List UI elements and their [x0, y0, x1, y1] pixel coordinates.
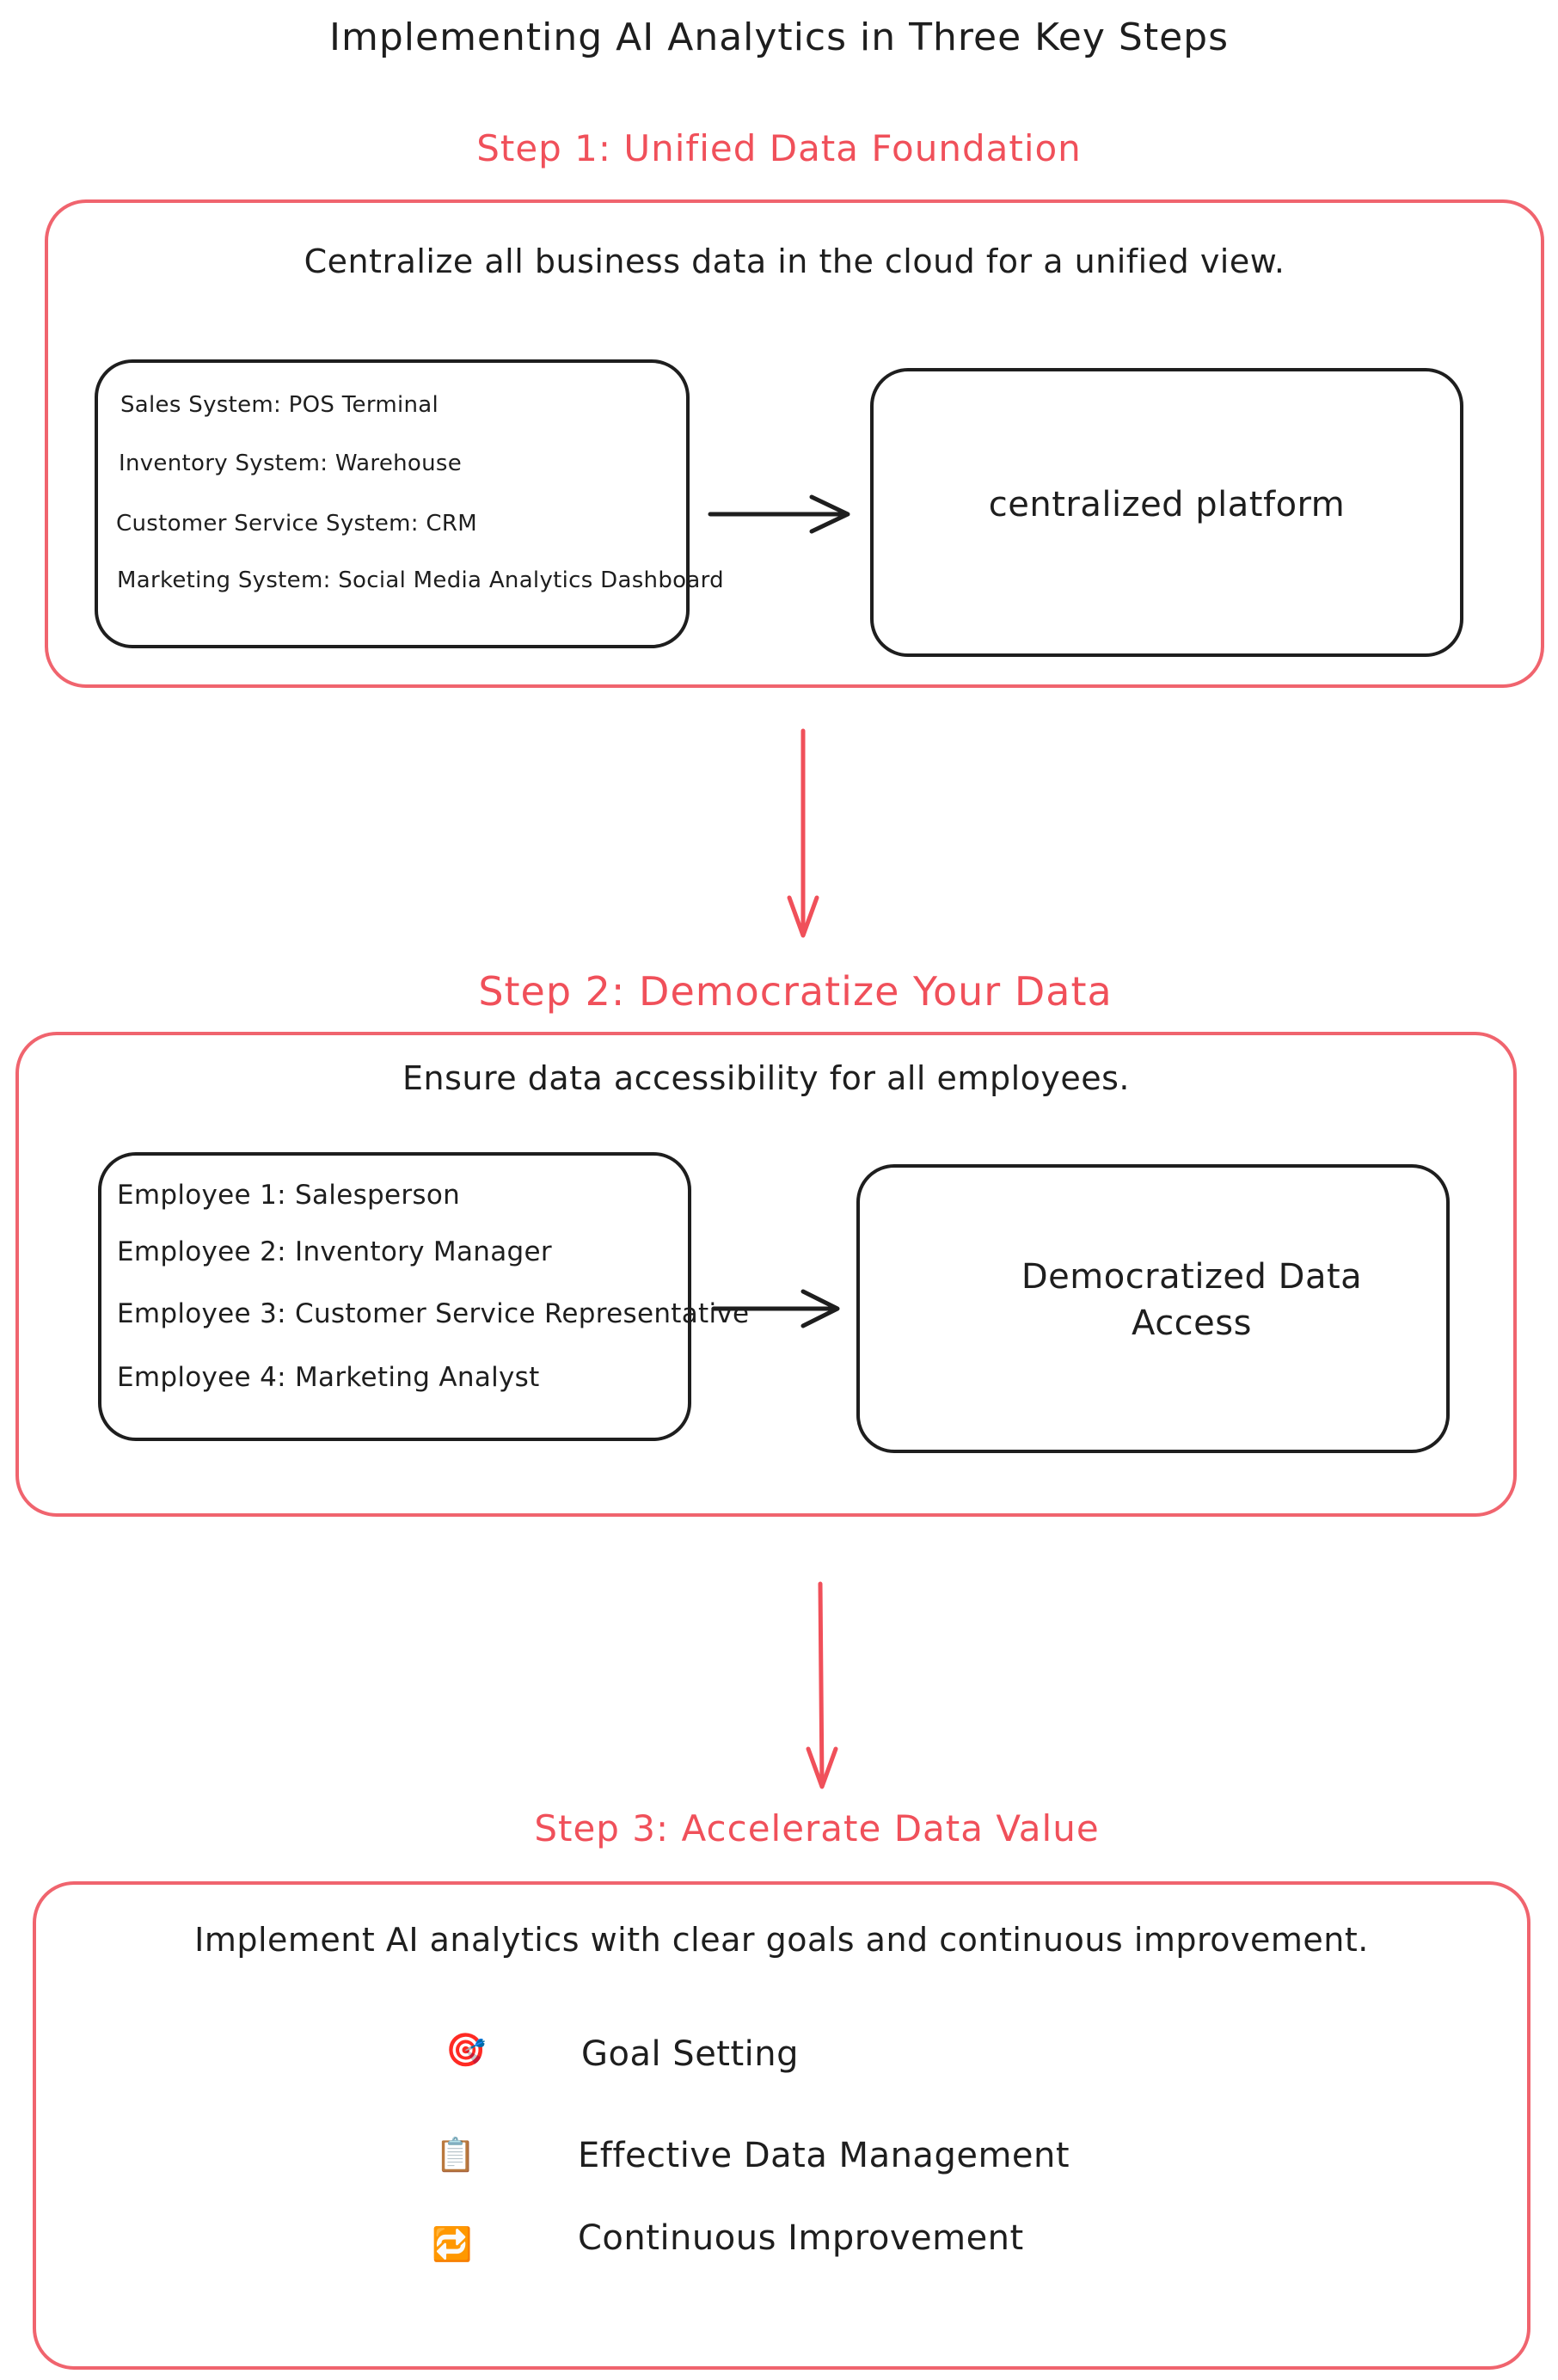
employees-box — [98, 1152, 691, 1441]
democratized-access-label: Democratized Data Access — [1021, 1257, 1363, 1343]
system-item: Customer Service System: CRM — [116, 511, 477, 537]
step3-box — [33, 1881, 1530, 2370]
source-systems-box — [95, 359, 690, 648]
step2-title: Step 2: Democratize Your Data — [478, 968, 1113, 1015]
employee-item: Employee 2: Inventory Manager — [117, 1236, 552, 1267]
continuous-improvement-label: Continuous Improvement — [578, 2218, 1024, 2258]
centralized-platform-box — [870, 368, 1463, 657]
step2-box — [15, 1032, 1517, 1517]
employee-item: Employee 1: Salesperson — [117, 1180, 461, 1211]
diagram-title: Implementing AI Analytics in Three Key S… — [329, 15, 1229, 59]
system-item: Inventory System: Warehouse — [119, 451, 463, 476]
step3-title: Step 3: Accelerate Data Value — [534, 1807, 1100, 1849]
step2-description: Ensure data accessibility for all employ… — [402, 1059, 1130, 1097]
repeat-icon: 🔁 — [432, 2225, 473, 2263]
employee-item: Employee 4: Marketing Analyst — [117, 1362, 540, 1393]
step3-description: Implement AI analytics with clear goals … — [194, 1921, 1369, 1959]
clipboard-icon: 📋 — [435, 2136, 476, 2174]
step1-title: Step 1: Unified Data Foundation — [476, 127, 1082, 169]
arrow-step2-to-step3 — [806, 1581, 838, 1789]
goal-setting-label: Goal Setting — [581, 2034, 800, 2074]
data-management-label: Effective Data Management — [578, 2136, 1070, 2175]
system-item: Sales System: POS Terminal — [120, 392, 439, 418]
employee-item: Employee 3: Customer Service Representat… — [117, 1298, 750, 1329]
target-icon: 🎯 — [445, 2031, 487, 2069]
arrow-step1-to-step2 — [787, 728, 819, 938]
system-item: Marketing System: Social Media Analytics… — [117, 567, 724, 593]
step1-box — [45, 199, 1544, 688]
centralized-platform-label: centralized platform — [988, 485, 1346, 524]
democratized-access-box — [856, 1164, 1450, 1453]
step1-description: Centralize all business data in the clou… — [304, 242, 1285, 280]
